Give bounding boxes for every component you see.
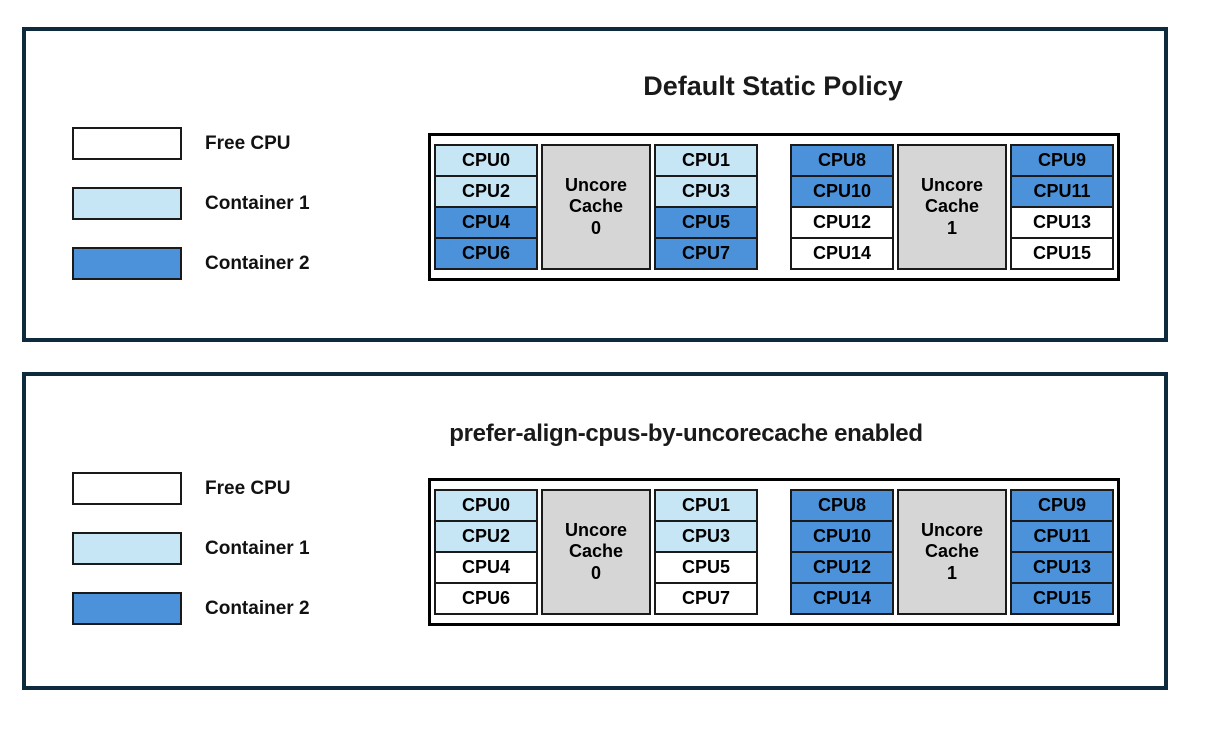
uncore-label-line: Uncore [564, 175, 627, 196]
cpu-cell: CPU1 [654, 144, 758, 177]
cpu-cell: CPU2 [434, 175, 538, 208]
cpu-column-left: CPU0 CPU2 CPU4 CPU6 [434, 144, 538, 270]
cpu-cell: CPU13 [1010, 551, 1114, 584]
legend-label-container-2: Container 2 [205, 253, 310, 274]
cpu-cell: CPU9 [1010, 144, 1114, 177]
cpu-cell: CPU14 [790, 582, 894, 615]
cpu-cell: CPU14 [790, 237, 894, 270]
cpu-cell: CPU11 [1010, 175, 1114, 208]
cpu-cell: CPU12 [790, 551, 894, 584]
legend-row-free-cpu: Free CPU [72, 127, 310, 160]
uncore-cache-1-block: Uncore Cache 1 [897, 144, 1007, 270]
cpu-cell: CPU0 [434, 144, 538, 177]
panel-default-static-policy: Default Static Policy Free CPU Container… [22, 27, 1168, 342]
cpu-column-right: CPU1 CPU3 CPU5 CPU7 [654, 144, 758, 270]
uncore-cache-0-block: Uncore Cache 0 [541, 144, 651, 270]
cpu-cell: CPU4 [434, 206, 538, 239]
cpu-column-right: CPU9 CPU11 CPU13 CPU15 [1010, 489, 1114, 615]
uncore-cache-0-cluster: CPU0 CPU2 CPU4 CPU6 Uncore Cache 0 CPU1 … [434, 489, 758, 615]
legend-row-container-2: Container 2 [72, 247, 310, 280]
cpu-column-right: CPU9 CPU11 CPU13 CPU15 [1010, 144, 1114, 270]
cpu-cell: CPU6 [434, 582, 538, 615]
uncore-cache-1-block: Uncore Cache 1 [897, 489, 1007, 615]
uncore-cache-0-cluster: CPU0 CPU2 CPU4 CPU6 Uncore Cache 0 CPU1 … [434, 144, 758, 270]
legend-swatch-container-2 [72, 247, 182, 280]
cpu-cell: CPU3 [654, 520, 758, 553]
cpu-column-right: CPU1 CPU3 CPU5 CPU7 [654, 489, 758, 615]
cpu-cell: CPU5 [654, 551, 758, 584]
uncore-cache-1-cluster: CPU8 CPU10 CPU12 CPU14 Uncore Cache 1 CP… [790, 144, 1114, 270]
cpu-topology-diagram: CPU0 CPU2 CPU4 CPU6 Uncore Cache 0 CPU1 … [428, 133, 1120, 281]
cpu-cell: CPU10 [790, 520, 894, 553]
uncore-label-line: Uncore [564, 520, 627, 541]
legend-swatch-container-1 [72, 532, 182, 565]
cpu-cell: CPU4 [434, 551, 538, 584]
legend-label-container-2: Container 2 [205, 598, 310, 619]
uncore-label-line: Cache [924, 541, 980, 562]
cpu-cell: CPU12 [790, 206, 894, 239]
cpu-cell: CPU5 [654, 206, 758, 239]
cpu-cell: CPU13 [1010, 206, 1114, 239]
uncore-cache-1-cluster: CPU8 CPU10 CPU12 CPU14 Uncore Cache 1 CP… [790, 489, 1114, 615]
uncore-cache-0-block: Uncore Cache 0 [541, 489, 651, 615]
legend: Free CPU Container 1 Container 2 [72, 127, 310, 307]
cpu-cell: CPU3 [654, 175, 758, 208]
cpu-cell: CPU0 [434, 489, 538, 522]
uncore-label-line: 0 [590, 217, 601, 238]
cpu-cell: CPU7 [654, 582, 758, 615]
uncore-label-line: Cache [568, 196, 624, 217]
cpu-cell: CPU8 [790, 489, 894, 522]
cpu-cell: CPU15 [1010, 582, 1114, 615]
cpu-column-left: CPU8 CPU10 CPU12 CPU14 [790, 489, 894, 615]
cpu-topology-diagram: CPU0 CPU2 CPU4 CPU6 Uncore Cache 0 CPU1 … [428, 478, 1120, 626]
legend-swatch-free-cpu [72, 472, 182, 505]
legend-swatch-free-cpu [72, 127, 182, 160]
cpu-cell: CPU1 [654, 489, 758, 522]
legend-swatch-container-2 [72, 592, 182, 625]
uncore-label-line: Uncore [920, 520, 983, 541]
uncore-label-line: 1 [946, 217, 957, 238]
panel-title: Default Static Policy [643, 71, 903, 101]
cpu-cell: CPU15 [1010, 237, 1114, 270]
cpu-cell: CPU2 [434, 520, 538, 553]
legend-row-container-2: Container 2 [72, 592, 310, 625]
legend: Free CPU Container 1 Container 2 [72, 472, 310, 652]
cpu-cell: CPU11 [1010, 520, 1114, 553]
uncore-label-line: Cache [924, 196, 980, 217]
cpu-cell: CPU10 [790, 175, 894, 208]
legend-row-container-1: Container 1 [72, 187, 310, 220]
uncore-label-line: Cache [568, 541, 624, 562]
cpu-cell: CPU7 [654, 237, 758, 270]
cpu-cell: CPU9 [1010, 489, 1114, 522]
legend-row-free-cpu: Free CPU [72, 472, 310, 505]
uncore-label-line: 1 [946, 562, 957, 583]
cpu-cell: CPU6 [434, 237, 538, 270]
legend-label-free-cpu: Free CPU [205, 478, 291, 499]
cpu-cell: CPU8 [790, 144, 894, 177]
legend-swatch-container-1 [72, 187, 182, 220]
uncore-label-line: Uncore [920, 175, 983, 196]
cpu-column-left: CPU0 CPU2 CPU4 CPU6 [434, 489, 538, 615]
panel-prefer-align-uncorecache: prefer-align-cpus-by-uncorecache enabled… [22, 372, 1168, 690]
uncore-label-line: 0 [590, 562, 601, 583]
panel-title: prefer-align-cpus-by-uncorecache enabled [449, 420, 923, 447]
legend-row-container-1: Container 1 [72, 532, 310, 565]
legend-label-container-1: Container 1 [205, 193, 310, 214]
cpu-column-left: CPU8 CPU10 CPU12 CPU14 [790, 144, 894, 270]
legend-label-free-cpu: Free CPU [205, 133, 291, 154]
legend-label-container-1: Container 1 [205, 538, 310, 559]
